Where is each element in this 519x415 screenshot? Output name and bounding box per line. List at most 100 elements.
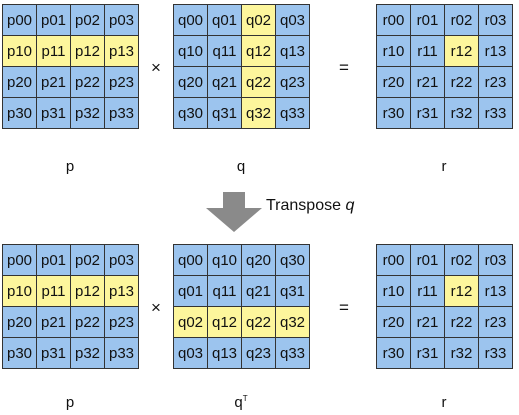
matrix-cell: p02 — [71, 245, 105, 276]
matrix-cell: q33 — [276, 338, 310, 369]
matrix-cell: r22 — [445, 307, 479, 338]
matrix-cell: q33 — [276, 98, 310, 129]
matrix-cell: r03 — [479, 245, 513, 276]
matrix-cell: r20 — [377, 67, 411, 98]
matrix-cell: r03 — [479, 5, 513, 36]
matrix-cell: p30 — [3, 338, 37, 369]
matrix-cell: q01 — [208, 5, 242, 36]
matrix-cell: r21 — [411, 67, 445, 98]
matrix-cell: p03 — [105, 245, 139, 276]
matrix-cell: q00 — [174, 5, 208, 36]
times-operator: × — [151, 58, 161, 77]
matrix-cell: q32 — [242, 98, 276, 129]
label-q-top: q — [236, 158, 246, 175]
matrix-cell: r33 — [479, 338, 513, 369]
matrix-cell: q02 — [242, 5, 276, 36]
matrix-cell: q20 — [174, 67, 208, 98]
matrix-cell: r20 — [377, 307, 411, 338]
matrix-cell: p20 — [3, 67, 37, 98]
matrix-cell: p11 — [37, 276, 71, 307]
matrix-cell: r32 — [445, 98, 479, 129]
matrix-cell: q32 — [276, 307, 310, 338]
matrix-cell: q22 — [242, 307, 276, 338]
matrix-cell: p11 — [37, 36, 71, 67]
matrix-cell: p33 — [105, 338, 139, 369]
matrix-cell: q22 — [242, 67, 276, 98]
matrix-cell: p21 — [37, 307, 71, 338]
label-qt-base: q — [234, 394, 243, 411]
matrix-cell: r13 — [479, 276, 513, 307]
matrix-cell: r30 — [377, 338, 411, 369]
matrix-cell: q13 — [276, 36, 310, 67]
matrix-cell: p13 — [105, 276, 139, 307]
matrix-cell: p12 — [71, 276, 105, 307]
matrix-cell: p00 — [3, 5, 37, 36]
transpose-label: Transpose q — [266, 197, 354, 215]
matrix-cell: p10 — [3, 276, 37, 307]
matrix-cell: r00 — [377, 245, 411, 276]
matrix-cell: r21 — [411, 307, 445, 338]
matrix-cell: p30 — [3, 98, 37, 129]
matrix-cell: r32 — [445, 338, 479, 369]
matrix-cell: p32 — [71, 98, 105, 129]
matrix-cell: q20 — [242, 245, 276, 276]
matrix-cell: q12 — [208, 307, 242, 338]
matrix-cell: q10 — [208, 245, 242, 276]
matrix-cell: r33 — [479, 98, 513, 129]
matrix-cell: q21 — [242, 276, 276, 307]
matrix-cell: q02 — [174, 307, 208, 338]
matrix-cell: p32 — [71, 338, 105, 369]
matrix-cell: q31 — [208, 98, 242, 129]
matrix-cell: r10 — [377, 276, 411, 307]
matrix-cell: q23 — [242, 338, 276, 369]
matrix-cell: p20 — [3, 307, 37, 338]
transpose-var: q — [345, 197, 355, 214]
matrix-cell: p02 — [71, 5, 105, 36]
matrix-cell: q01 — [174, 276, 208, 307]
matrix-cell: r11 — [411, 36, 445, 67]
matrix-cell: r13 — [479, 36, 513, 67]
equals-operator: = — [339, 58, 349, 77]
label-p-top: p — [65, 158, 75, 175]
matrix-cell: p00 — [3, 245, 37, 276]
matrix-cell: q12 — [242, 36, 276, 67]
matrix-cell: r31 — [411, 98, 445, 129]
matrix-cell: p22 — [71, 307, 105, 338]
matrix-cell: r00 — [377, 5, 411, 36]
matrix-cell: p23 — [105, 67, 139, 98]
matrix-cell: r01 — [411, 5, 445, 36]
matrix-cell: r10 — [377, 36, 411, 67]
matrix-cell: q13 — [208, 338, 242, 369]
down-arrow-icon — [206, 192, 262, 232]
matrix-cell: q30 — [276, 245, 310, 276]
matrix-cell: q11 — [208, 276, 242, 307]
matrix-cell: p01 — [37, 5, 71, 36]
equals-operator: = — [339, 298, 349, 317]
matrix-cell: q03 — [276, 5, 310, 36]
matrix-cell: q23 — [276, 67, 310, 98]
label-p-bottom: p — [65, 394, 75, 411]
matrix-cell: p01 — [37, 245, 71, 276]
matrix-cell: p31 — [37, 98, 71, 129]
label-qt-sup: T — [242, 394, 248, 403]
matrix-cell: q10 — [174, 36, 208, 67]
matrix-cell: p12 — [71, 36, 105, 67]
matrix-cell: r12 — [445, 276, 479, 307]
matrix-cell: r23 — [479, 67, 513, 98]
matrix-cell: p31 — [37, 338, 71, 369]
matrix-cell: q21 — [208, 67, 242, 98]
label-r-bottom: r — [441, 394, 447, 411]
matrix-cell: p21 — [37, 67, 71, 98]
matrix-cell: q30 — [174, 98, 208, 129]
matrix-cell: r01 — [411, 245, 445, 276]
label-qt-bottom: qT — [173, 394, 309, 411]
label-r-top: r — [441, 158, 447, 175]
matrix-cell: r31 — [411, 338, 445, 369]
matrix-cell: r22 — [445, 67, 479, 98]
